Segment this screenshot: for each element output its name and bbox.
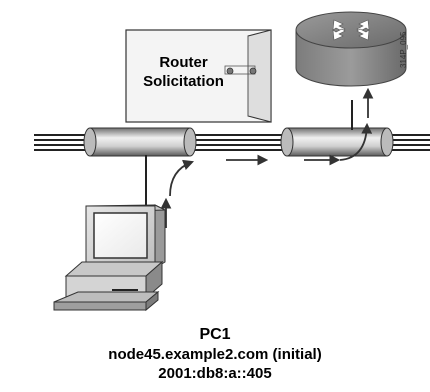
transceiver-left	[83, 127, 197, 157]
pc-name: PC1	[199, 326, 231, 343]
pc-hostname: node45.example2.com (initial)	[108, 346, 322, 363]
flow-arrows	[160, 87, 374, 228]
figure-id: 314P_095	[399, 31, 408, 68]
pc-ipv6-address: 2001:db8:a::405	[158, 365, 272, 382]
router-solicitation-envelope	[125, 29, 272, 123]
router-icon	[295, 11, 407, 87]
arrow-curve-into-bus	[169, 159, 195, 197]
envelope-label-line2: Solicitation	[143, 73, 224, 90]
pc-icon	[53, 204, 166, 312]
arrow-curve-up-to-router	[339, 122, 373, 161]
envelope-label-line1: Router	[159, 54, 208, 71]
transceiver-right	[280, 127, 394, 157]
